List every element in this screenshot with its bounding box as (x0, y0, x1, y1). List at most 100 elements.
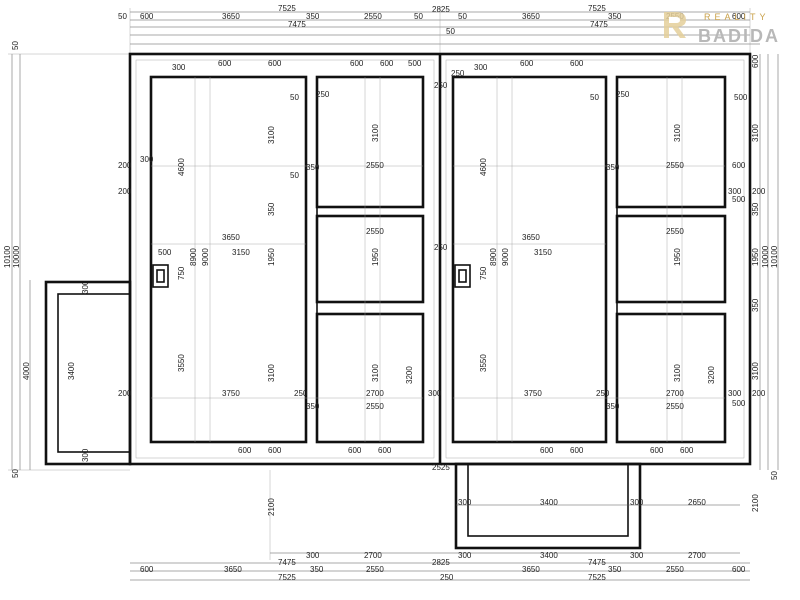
dim-r-9000: 9000 (501, 248, 510, 266)
dim-b-2100: 2100 (267, 498, 276, 516)
dim-l-600-b: 600 (268, 59, 282, 68)
dim-l-600-a: 600 (218, 59, 232, 68)
dim-b-300-a: 300 (458, 498, 472, 507)
dim-b-350-b: 350 (608, 565, 622, 574)
dim-b-2700-b: 2700 (688, 551, 706, 560)
dim-r-600-d: 600 (540, 446, 554, 455)
dim-l-300-c: 300 (428, 389, 442, 398)
dim-right-10100: 10100 (770, 245, 779, 268)
dim-l-9000: 9000 (201, 248, 210, 266)
dim-left-3400: 3400 (67, 362, 76, 380)
dim-l-250-c: 250 (434, 81, 448, 90)
right-chimney (454, 264, 471, 288)
dim-l-3750: 3750 (222, 389, 240, 398)
dim-l-500-b: 500 (158, 248, 172, 257)
dim-l-600-f: 600 (268, 446, 282, 455)
dim-l-3200: 3200 (405, 366, 414, 384)
dim-l-600-h: 600 (378, 446, 392, 455)
dim-top-7475-a: 7475 (288, 20, 306, 29)
dim-top-600-b: 600 (732, 12, 746, 21)
dim-b-3400-a: 3400 (540, 498, 558, 507)
dim-l-3100-c: 3100 (267, 364, 276, 382)
left-chimney (152, 264, 169, 288)
dim-left-10100: 10100 (3, 245, 12, 268)
dim-r-600-e: 600 (570, 446, 584, 455)
dim-top-2550-a: 2550 (364, 12, 382, 21)
dim-l-2550-b: 2550 (366, 227, 384, 236)
dim-r-600-c: 600 (732, 161, 746, 170)
dim-top-350-a: 350 (306, 12, 320, 21)
dim-b-2525: 2525 (432, 463, 450, 472)
dim-top-total-left: 7525 (278, 4, 296, 13)
dim-l-3100-d: 3100 (371, 364, 380, 382)
dim-top-50-a: 50 (414, 12, 423, 21)
dim-l-8900: 8900 (189, 248, 198, 266)
dim-top-total-right: 7525 (588, 4, 606, 13)
dim-r-3650: 3650 (522, 233, 540, 242)
dim-top-600-a: 600 (140, 12, 154, 21)
right-room-top (615, 75, 727, 209)
dim-l-50-a: 50 (290, 93, 299, 102)
dim-b-600-b: 600 (732, 565, 746, 574)
dim-l-600-c: 600 (350, 59, 364, 68)
dim-r-600-a: 600 (520, 59, 534, 68)
dim-l-300-b: 300 (140, 155, 154, 164)
dim-r-2550-a: 2550 (666, 161, 684, 170)
dim-left-50-top: 50 (11, 41, 20, 50)
dim-b-2550-a: 2550 (366, 565, 384, 574)
dim-top-7475-b: 7475 (590, 20, 608, 29)
dim-b-600-a: 600 (140, 565, 154, 574)
dim-b-7475-b: 7475 (588, 558, 606, 567)
unit-left (149, 75, 425, 444)
dim-right-1950: 1950 (751, 248, 760, 266)
brand-top-text: REALITY (704, 12, 770, 22)
dim-r-1950: 1950 (673, 248, 682, 266)
right-living-room (451, 75, 608, 444)
dim-b-7525-a: 7525 (278, 573, 296, 582)
brand-logo: REALITY BADIDA (660, 8, 800, 48)
bottom-dimension-lines (130, 470, 750, 581)
dim-r-3150: 3150 (534, 248, 552, 257)
dim-left-50-bottom: 50 (11, 469, 20, 478)
dim-l-200-a: 200 (118, 161, 132, 170)
right-dimension-lines (759, 54, 779, 470)
dim-b-2650: 2650 (688, 498, 706, 507)
dim-top-2825: 2825 (432, 5, 450, 14)
dim-r-2550-b: 2550 (666, 227, 684, 236)
dim-r-4600: 4600 (479, 158, 488, 176)
brand-main-text: BADIDA (698, 26, 780, 46)
logo-mark-icon (664, 12, 686, 38)
dim-l-3650: 3650 (222, 233, 240, 242)
dim-b-3400-b: 3400 (540, 551, 558, 560)
dim-r-3100-a: 3100 (673, 124, 682, 142)
dim-b-300-d: 300 (458, 551, 472, 560)
dim-r-2550-c: 2550 (666, 402, 684, 411)
dim-right-350-a: 350 (751, 202, 760, 216)
unit-right (451, 75, 727, 444)
dim-b-3650-a: 3650 (224, 565, 242, 574)
dim-b-250: 250 (440, 573, 454, 582)
dim-l-50-b: 50 (290, 171, 299, 180)
dim-r-350-a: 350 (606, 163, 620, 172)
dim-b-2825: 2825 (432, 558, 450, 567)
dim-b-2700-a: 2700 (364, 551, 382, 560)
dim-l-4600: 4600 (177, 158, 186, 176)
left-room-top (315, 75, 425, 209)
dim-left-4000: 4000 (22, 362, 31, 380)
dim-r-3550: 3550 (479, 354, 488, 372)
dim-l-2550-c: 2550 (366, 402, 384, 411)
dim-r-3100-b: 3100 (673, 364, 682, 382)
dim-l-500-a: 500 (408, 59, 422, 68)
dim-r-250-b: 250 (596, 389, 610, 398)
dim-l-250-d: 250 (434, 243, 448, 252)
dim-r-8900: 8900 (489, 248, 498, 266)
dim-l-350-a: 350 (306, 163, 320, 172)
dim-r-200-a: 200 (752, 187, 766, 196)
dim-r-350-b: 350 (606, 402, 620, 411)
top-dimension-lines (129, 8, 760, 60)
dim-l-1950-b: 1950 (371, 248, 380, 266)
dim-r-300-c: 300 (728, 389, 742, 398)
dim-top-3650-b: 3650 (522, 12, 540, 21)
dim-top-350-b: 350 (608, 12, 622, 21)
